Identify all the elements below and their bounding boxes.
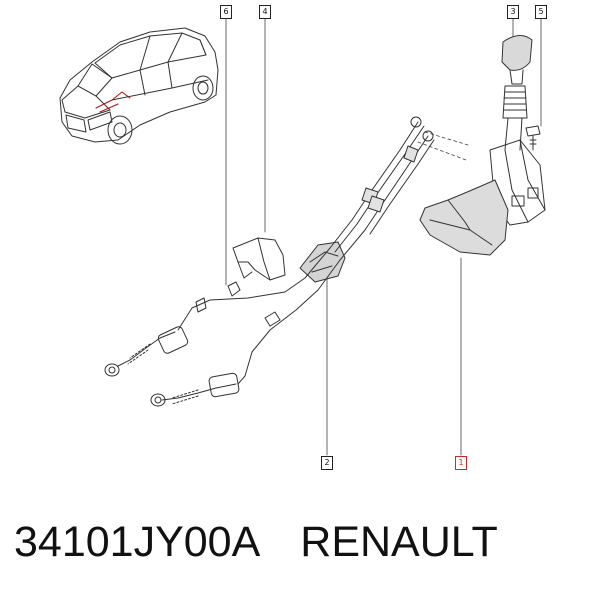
base-plate-part	[419, 179, 509, 256]
callout-5: 5	[535, 5, 547, 19]
vehicle-illustration	[59, 27, 219, 145]
callout-6: 6	[220, 5, 232, 19]
gear-knob-part	[501, 35, 533, 85]
clip-part	[227, 281, 241, 297]
cable-end-upper	[104, 326, 189, 377]
bracket-part	[232, 237, 286, 281]
cable-end-lower	[150, 372, 240, 407]
brand-name: RENAULT	[300, 518, 498, 566]
exploded-view-drawing	[59, 17, 546, 456]
gear-cables	[177, 116, 435, 385]
caption: 34101JY00A RENAULT	[14, 514, 594, 570]
cable-guide-part	[299, 241, 346, 283]
part-number: 34101JY00A	[14, 518, 261, 566]
callout-3: 3	[507, 5, 519, 19]
bolt-part	[525, 125, 541, 151]
callout-2: 2	[321, 456, 333, 470]
callout-1: 1	[455, 456, 467, 470]
callout-4: 4	[259, 5, 271, 19]
gear-lever-assembly	[489, 85, 546, 226]
